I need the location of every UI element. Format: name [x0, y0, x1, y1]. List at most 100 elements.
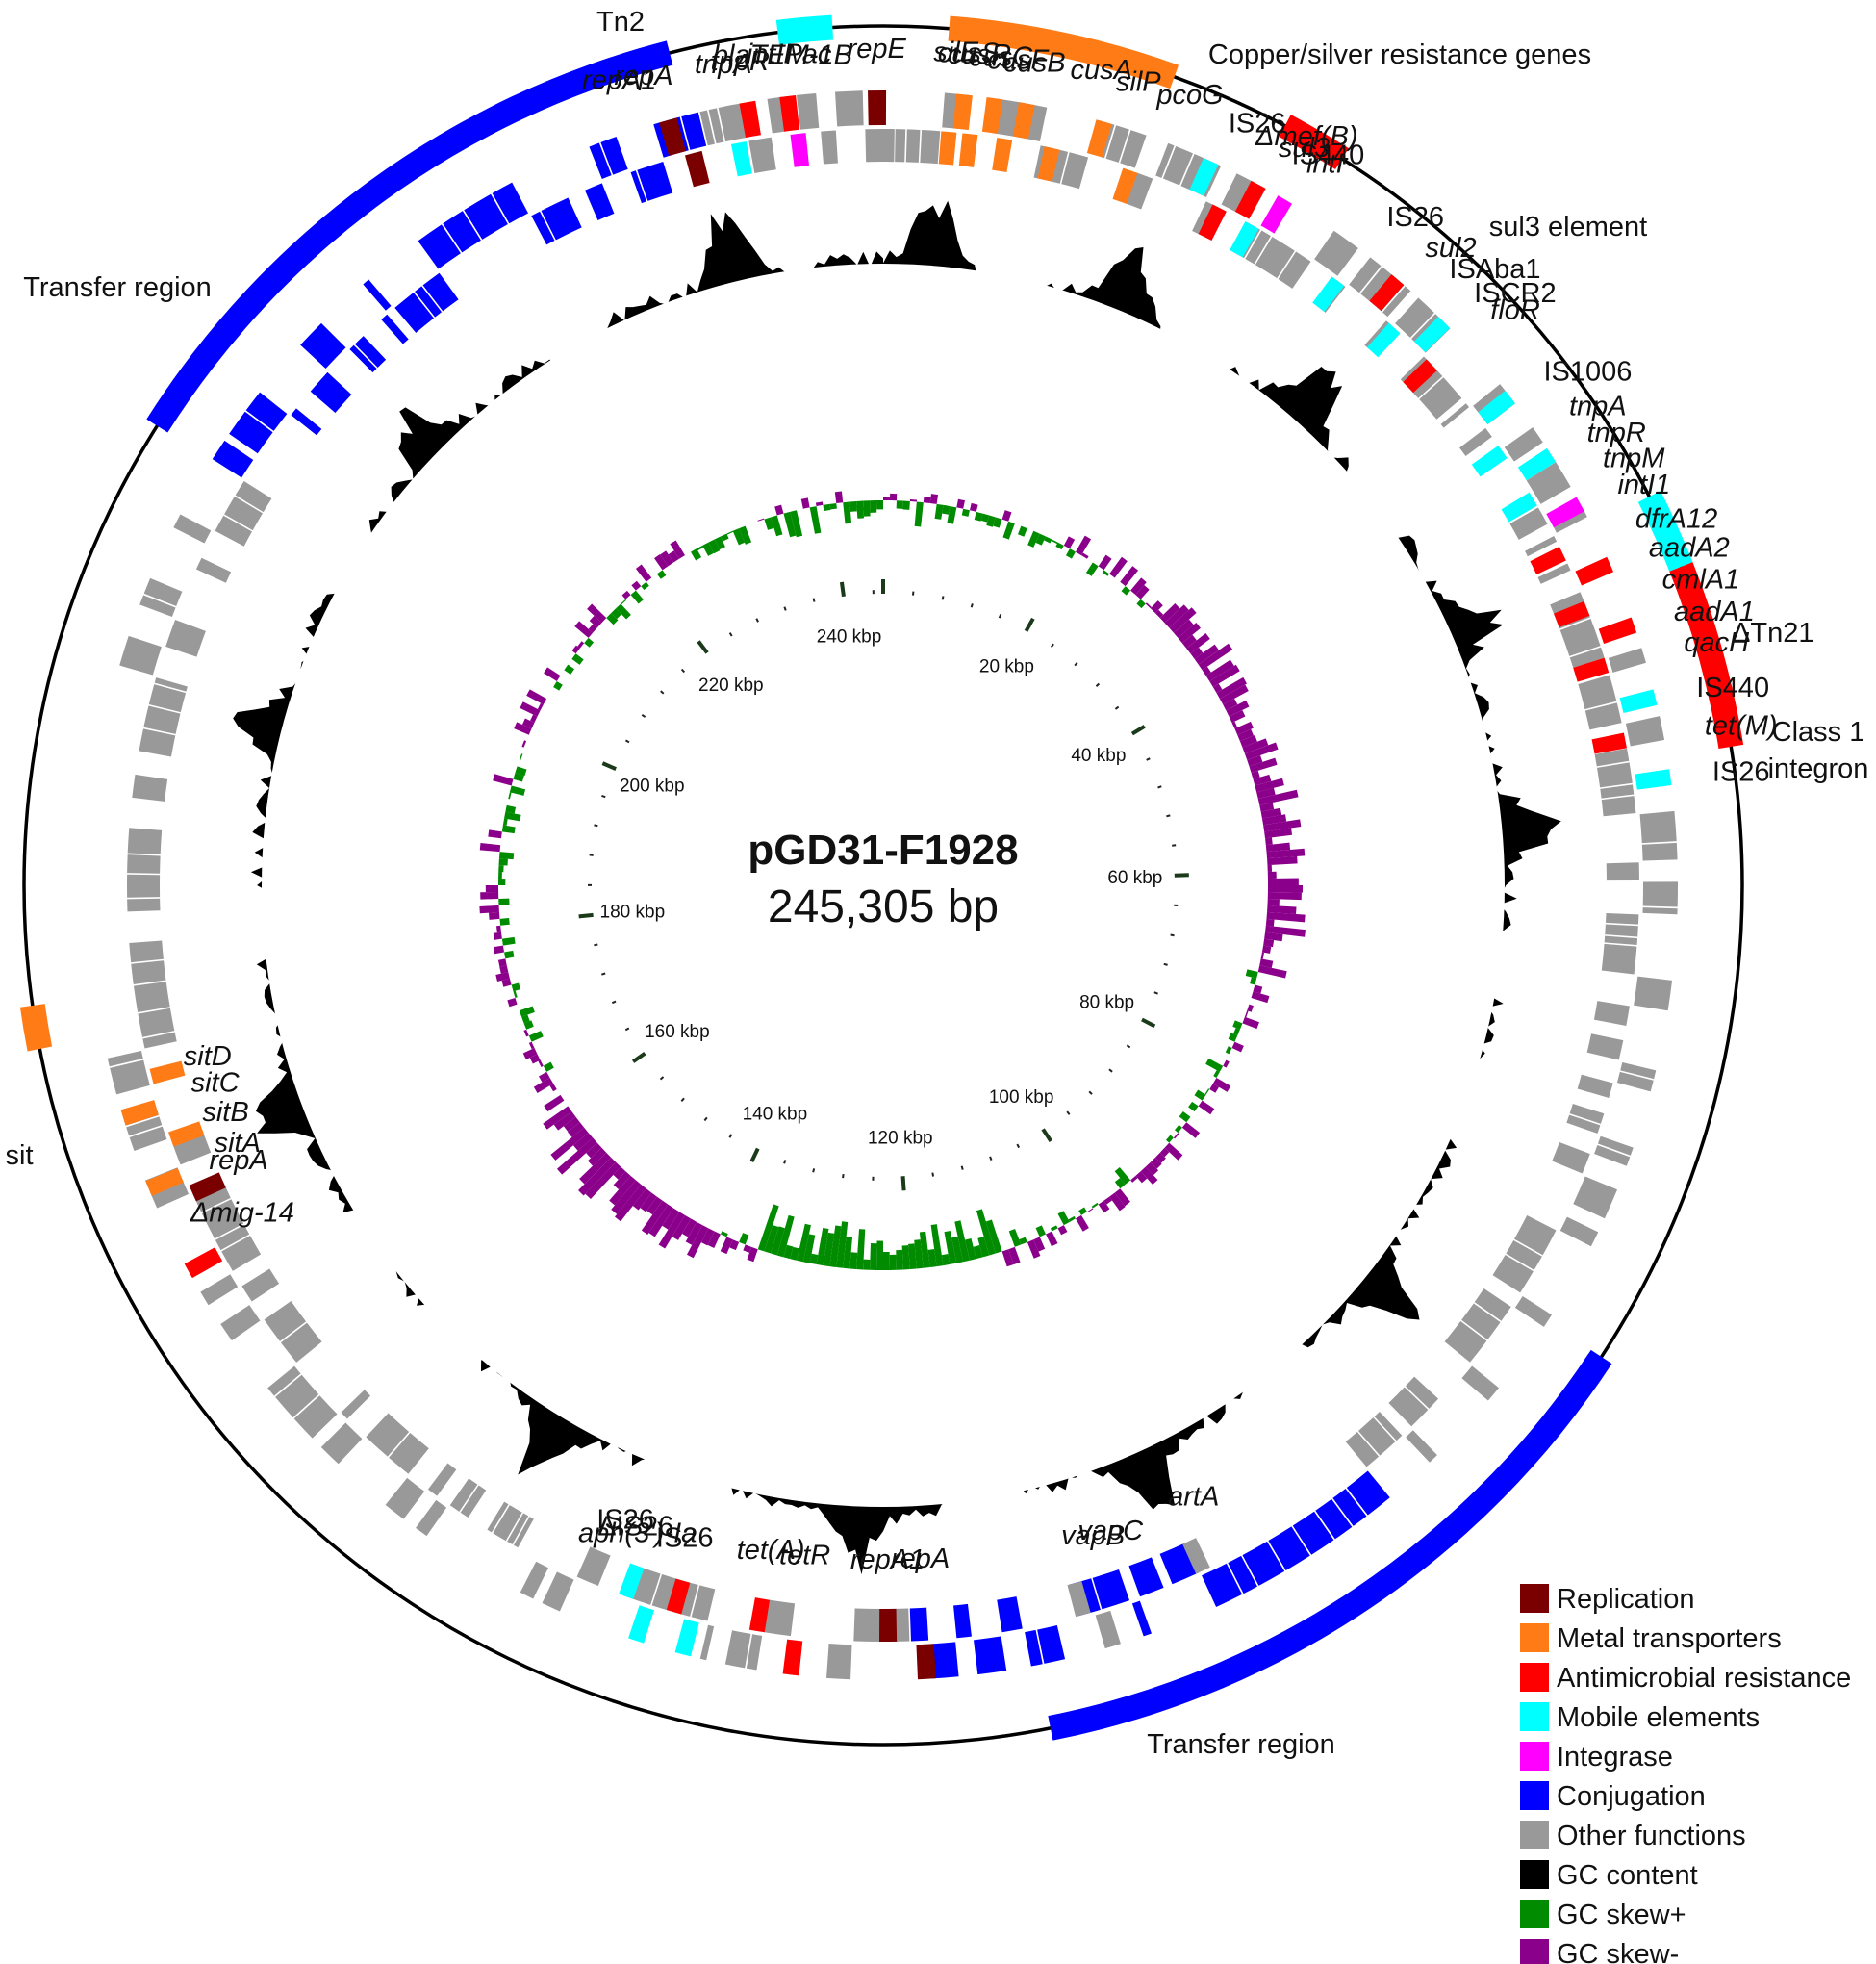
- gene-block: [189, 1172, 226, 1202]
- gene-block: [415, 286, 443, 318]
- gc-skew-bar: [501, 825, 516, 834]
- gc-skew-bar: [889, 493, 898, 501]
- gene-label: sitC: [191, 1068, 241, 1099]
- gc-skew-bar: [1159, 603, 1180, 624]
- gc-skew-bar: [1188, 1101, 1199, 1112]
- gene-block: [389, 1432, 429, 1474]
- gene-block: [589, 142, 612, 180]
- gc-skew-bar: [954, 1220, 970, 1263]
- gc-skew-bar: [1114, 1166, 1131, 1185]
- gc-skew-bar: [640, 1192, 657, 1212]
- gene-label: ISAba1: [1449, 254, 1540, 285]
- gene-block: [492, 182, 529, 224]
- gene-label: sitB: [202, 1097, 248, 1128]
- gc-skew-bar: [974, 511, 983, 522]
- gc-skew-bar: [1213, 1070, 1220, 1078]
- gene-label: tetR: [779, 1540, 830, 1570]
- gc-skew-bar: [495, 971, 510, 982]
- legend-label: Mobile elements: [1557, 1702, 1760, 1733]
- gene-label: artA: [1168, 1481, 1219, 1512]
- legend-label: GC skew+: [1557, 1900, 1686, 1930]
- gene-label: vapC: [1077, 1516, 1144, 1546]
- tick-label: 40 kbp: [1071, 746, 1126, 766]
- gc-skew-bar: [520, 701, 541, 717]
- gc-skew-bar: [1267, 891, 1302, 901]
- gc-skew-bar: [1264, 931, 1283, 942]
- gene-block: [1597, 762, 1633, 788]
- gc-skew-bar: [783, 511, 797, 538]
- gene-block: [507, 1513, 529, 1544]
- region-arc: [1279, 115, 1349, 170]
- gene-block: [1459, 427, 1492, 457]
- gc-skew-bar: [479, 843, 501, 853]
- gc-skew-bar: [589, 615, 602, 628]
- scale-tick: [601, 795, 606, 799]
- gene-block: [464, 193, 508, 240]
- gc-skew-bar: [985, 1219, 1002, 1254]
- gc-skew-bar: [1057, 1225, 1068, 1236]
- scale-tick: [680, 1097, 685, 1102]
- gc-skew-bar: [658, 1212, 685, 1249]
- gene-block: [127, 854, 161, 874]
- gene-block: [1395, 297, 1434, 338]
- region-label: sul3 element: [1489, 212, 1647, 242]
- gc-skew-bar: [522, 1048, 538, 1060]
- gene-block: [1601, 796, 1636, 817]
- gc-skew-bar: [1178, 623, 1201, 644]
- gc-skew-bar: [1225, 1046, 1232, 1055]
- gc-skew-bar: [511, 982, 520, 992]
- scale-tick: [960, 1165, 964, 1170]
- gc-skew-bar: [1194, 644, 1219, 665]
- gene-block: [1506, 1239, 1542, 1270]
- scale-tick: [624, 1027, 630, 1032]
- gc-skew-bar: [1046, 1231, 1058, 1247]
- gene-block: [1260, 195, 1292, 234]
- gc-skew-bar: [1057, 1211, 1070, 1226]
- gc-skew-bar: [611, 608, 622, 620]
- gene-block: [1575, 556, 1614, 586]
- gene-block: [1182, 1538, 1210, 1574]
- gc-skew-bar: [631, 580, 642, 591]
- gc-skew-bar: [951, 1236, 964, 1263]
- gene-block: [1419, 377, 1462, 420]
- gc-skew-bar: [660, 550, 674, 567]
- gene-label: Δmig-14: [190, 1198, 294, 1229]
- gene-block: [1388, 1387, 1429, 1427]
- gene-block: [143, 705, 181, 734]
- gc-skew-bar: [856, 500, 864, 519]
- gc-skew-bar: [1103, 1196, 1112, 1205]
- scale-tick: [1024, 617, 1035, 632]
- gene-block: [764, 1599, 796, 1637]
- gene-label: silE: [933, 37, 978, 67]
- gc-skew-bar: [883, 497, 891, 501]
- gc-skew-bar: [543, 1061, 554, 1072]
- gene-block: [1086, 119, 1112, 158]
- gene-block: [699, 1624, 715, 1661]
- gc-skew-bar: [1231, 1041, 1244, 1053]
- gene-block: [127, 828, 163, 854]
- gc-skew-bar: [1017, 525, 1027, 537]
- gc-skew-bar: [1154, 609, 1164, 619]
- scale-tick: [931, 1172, 935, 1177]
- gene-block: [1405, 1376, 1439, 1409]
- gene-label: sitD: [184, 1041, 232, 1072]
- gc-skew-bar: [714, 536, 725, 550]
- tick-label: 120 kbp: [868, 1128, 933, 1148]
- legend-swatch: [1520, 1584, 1549, 1613]
- gc-skew-bar: [896, 500, 903, 509]
- gene-block: [1312, 276, 1345, 312]
- gene-block: [224, 496, 263, 531]
- gc-skew-bar: [1260, 807, 1282, 819]
- gene-label: pcoG: [1155, 80, 1223, 111]
- gc-skew-bar: [497, 958, 507, 967]
- gene-block: [142, 1032, 177, 1049]
- gene-block: [107, 1050, 143, 1067]
- gc-skew-bar: [1164, 604, 1189, 628]
- gene-block: [585, 183, 615, 220]
- gene-block: [681, 112, 707, 150]
- scale-tick: [812, 598, 816, 602]
- gc-skew-bar: [1253, 774, 1272, 786]
- gene-label: intI: [1306, 148, 1344, 179]
- gc-skew-bar: [523, 1029, 529, 1037]
